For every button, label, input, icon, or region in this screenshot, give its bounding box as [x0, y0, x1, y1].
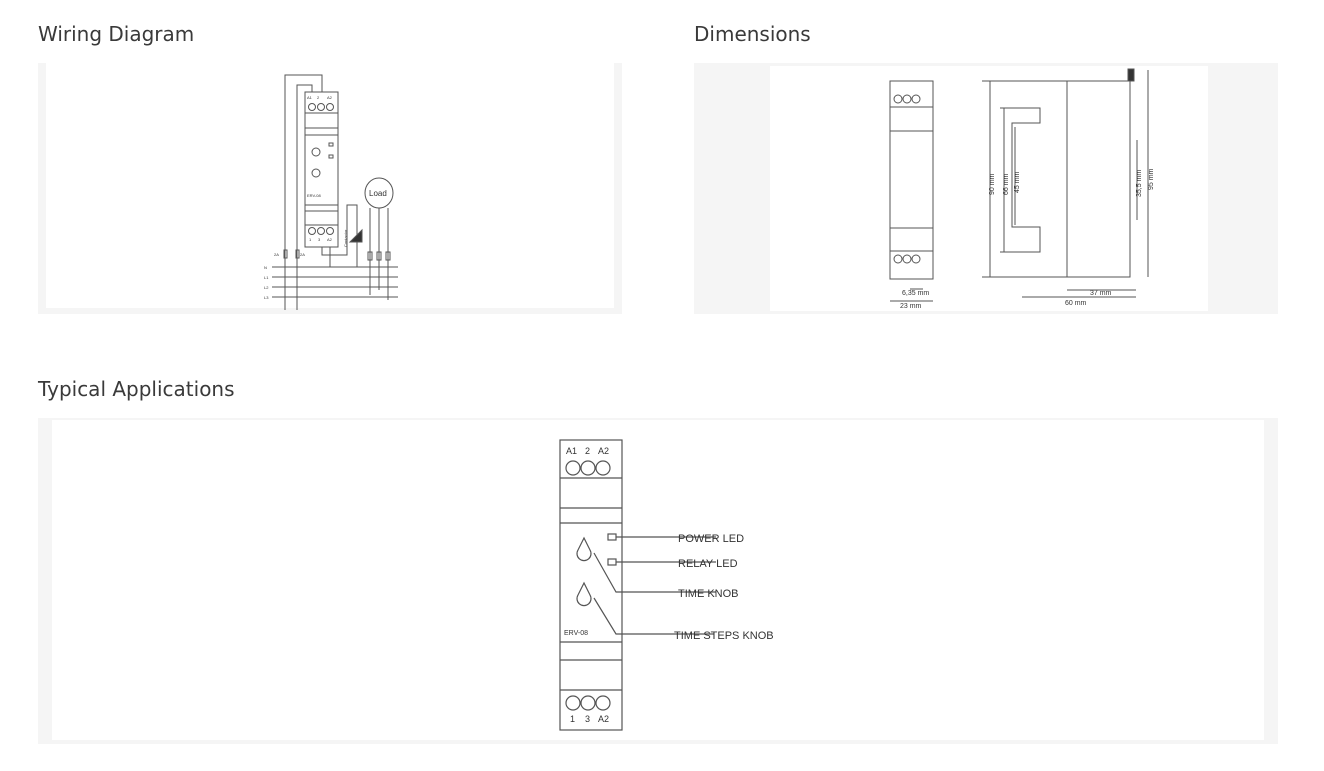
- dim-66: 66 mm: [1003, 173, 1010, 195]
- relay-led-label: RELAY LED: [678, 558, 738, 570]
- terminal-label: 3: [585, 714, 590, 724]
- line-label: L1: [264, 275, 269, 280]
- fuse-label: 2A: [274, 252, 279, 257]
- dim-23: 23 mm: [900, 303, 922, 310]
- time-steps-knob-label: TIME STEPS KNOB: [674, 630, 774, 642]
- wiring-diagram-image: A1 2 A2 1 3 A2 ERV-08 Load Contactor 2A …: [264, 74, 398, 310]
- terminal-label: A2: [598, 446, 609, 456]
- line-label: L2: [264, 285, 269, 290]
- wiring-diagram-heading: Wiring Diagram: [38, 22, 195, 46]
- dimensions-image: 90 mm 66 mm 45 mm 35,5 mm 95 mm 6,35 mm …: [889, 68, 1155, 310]
- terminal-label: A2: [327, 95, 333, 100]
- dim-6-35: 6,35 mm: [902, 290, 929, 297]
- typical-applications-heading: Typical Applications: [38, 377, 235, 401]
- fuse-label: 2A: [300, 252, 305, 257]
- dim-60: 60 mm: [1065, 300, 1087, 307]
- terminal-label: 1: [570, 714, 575, 724]
- time-knob-label: TIME KNOB: [678, 588, 739, 600]
- dim-45: 45 mm: [1014, 171, 1021, 193]
- terminal-label: 2: [585, 446, 590, 456]
- line-label: L3: [264, 295, 269, 300]
- terminal-label: A1: [566, 446, 577, 456]
- model-label: ERV-08: [307, 193, 321, 198]
- terminal-label: A2: [598, 714, 609, 724]
- terminal-label: 1: [309, 237, 312, 242]
- applications-image: POWER LED RELAY LED TIME KNOB TIME STEPS…: [518, 420, 848, 740]
- dimensions-heading: Dimensions: [694, 22, 811, 46]
- line-label: N: [264, 265, 267, 270]
- contactor-label: Contactor: [343, 229, 348, 247]
- terminal-label: A2: [327, 237, 333, 242]
- power-led-label: POWER LED: [678, 533, 744, 545]
- dim-95: 95 mm: [1148, 168, 1155, 190]
- dim-35-5: 35,5 mm: [1136, 170, 1143, 197]
- terminal-label: 2: [317, 95, 320, 100]
- dim-90: 90 mm: [989, 173, 996, 195]
- applications-panel: POWER LED RELAY LED TIME KNOB TIME STEPS…: [38, 418, 1278, 744]
- load-label: Load: [369, 189, 387, 198]
- wiring-panel: A1 2 A2 1 3 A2 ERV-08 Load Contactor 2A …: [38, 63, 622, 314]
- terminal-label: 3: [318, 237, 321, 242]
- dimensions-panel: 90 mm 66 mm 45 mm 35,5 mm 95 mm 6,35 mm …: [694, 63, 1278, 314]
- top-terminal-labels: A1: [307, 95, 313, 100]
- dim-37: 37 mm: [1090, 290, 1112, 297]
- model-label: ERV-08: [564, 630, 588, 637]
